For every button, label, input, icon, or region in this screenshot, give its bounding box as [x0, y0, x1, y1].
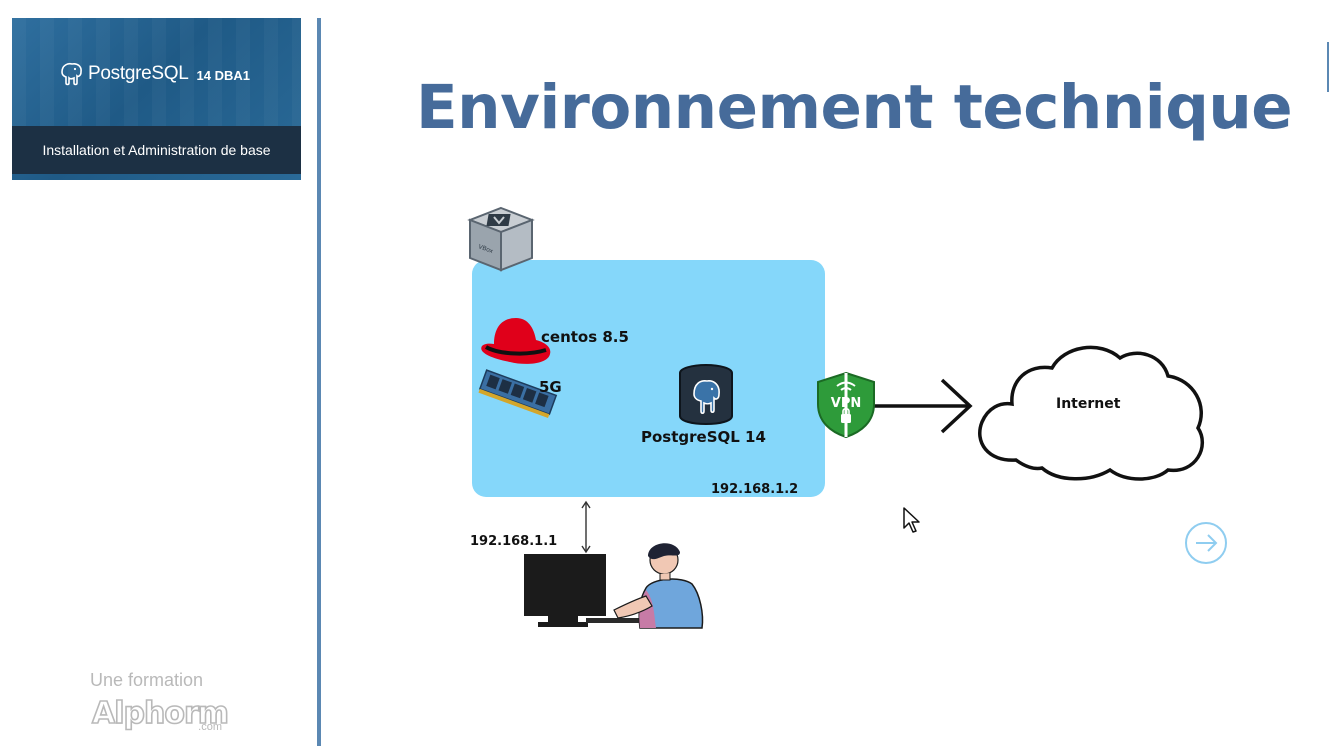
ram-label: 5G: [539, 378, 562, 396]
alphorm-logo: Alphorm .com: [91, 695, 230, 736]
redhat-hat-icon: [481, 318, 551, 364]
vpn-text: VPN: [831, 396, 861, 411]
banner-subtitle-band: Installation et Administration de base: [12, 126, 301, 174]
user-at-computer-icon: [524, 543, 704, 629]
next-arrow-icon: [1196, 534, 1218, 552]
database-label: PostgreSQL 14: [641, 428, 766, 446]
right-edge-marker: [1327, 42, 1329, 92]
vm-ip-label: 192.168.1.2: [711, 482, 799, 497]
mouse-pointer-icon: [903, 507, 920, 533]
alphorm-brand-suffix: .com: [198, 721, 222, 733]
alphorm-brand: Alphorm: [91, 695, 230, 732]
banner-subtitle: Installation et Administration de base: [42, 142, 271, 158]
ram-module-icon: [478, 369, 558, 418]
footer-tagline: Une formation: [90, 670, 204, 690]
course-banner: PostgreSQL 14 DBA1 Installation et Admin…: [12, 18, 301, 180]
host-ip-label: 192.168.1.1: [470, 534, 558, 549]
internet-cloud-icon: [978, 345, 1204, 481]
network-diagram: VBox centos 8.5 5G PostgreSQL 14 192.168…: [436, 198, 1280, 642]
internet-label: Internet: [1056, 396, 1121, 412]
os-label: centos 8.5: [541, 328, 629, 346]
banner-product-version: 14 DBA1: [196, 68, 250, 83]
postgresql-logo: PostgreSQL 14 DBA1: [58, 62, 250, 86]
postgresql-database-icon: [679, 364, 733, 426]
postgresql-elephant-icon: [61, 62, 82, 86]
host-vm-link: [581, 500, 591, 554]
slide-title: Environnement technique: [416, 72, 1293, 143]
next-slide-button[interactable]: [1183, 520, 1229, 566]
banner-texture: [12, 18, 301, 126]
virtual-machine-box: [472, 260, 825, 497]
svg-text:VBox: VBox: [477, 243, 494, 255]
banner-product-name: PostgreSQL: [88, 63, 189, 84]
vpn-shield-icon: VPN: [817, 371, 875, 439]
virtualbox-icon: VBox: [467, 206, 535, 272]
vertical-divider: [317, 18, 321, 746]
